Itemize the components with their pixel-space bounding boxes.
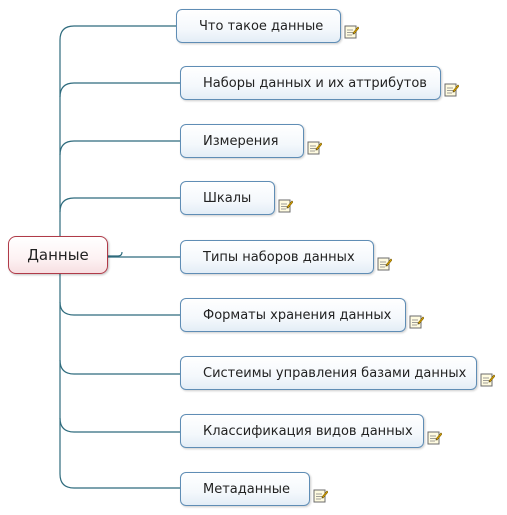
topic-label: Метаданные (203, 481, 290, 497)
topic-label: Систеимы управления базами данных (203, 365, 467, 381)
topic-label: Наборы данных и их аттрибутов (203, 75, 427, 91)
trunk-line-lower (59, 274, 180, 489)
topic-label: Что такое данные (199, 18, 324, 34)
topic-node[interactable]: Что такое данные (176, 9, 341, 43)
topic-node[interactable]: Измерения (180, 124, 304, 158)
branch-connector (59, 140, 180, 156)
topic-node[interactable]: Классификация видов данных (180, 414, 424, 448)
note-icon[interactable] (444, 82, 459, 97)
topic-label: Шкалы (203, 190, 252, 206)
topic-node[interactable]: Наборы данных и их аттрибутов (180, 66, 441, 100)
note-icon[interactable] (344, 24, 359, 39)
topic-node[interactable]: Форматы хранения данных (180, 298, 406, 332)
note-icon[interactable] (427, 430, 442, 445)
branch-connector (59, 197, 180, 213)
topic-label: Классификация видов данных (203, 423, 413, 439)
trunk-line (59, 25, 176, 236)
root-topic-label: Данные (27, 246, 89, 264)
note-icon[interactable] (307, 140, 322, 155)
note-icon[interactable] (409, 314, 424, 329)
topic-node[interactable]: Типы наборов данных (180, 240, 374, 274)
topic-node[interactable]: Шкалы (180, 181, 275, 215)
note-icon[interactable] (313, 488, 328, 503)
note-icon[interactable] (377, 256, 392, 271)
topic-label: Форматы хранения данных (203, 307, 392, 323)
root-connector (108, 251, 123, 257)
note-icon[interactable] (480, 372, 495, 387)
topic-label: Типы наборов данных (203, 249, 355, 265)
topic-label: Измерения (203, 133, 279, 149)
note-icon[interactable] (278, 198, 293, 213)
branch-connector (59, 417, 180, 433)
branch-connector (59, 359, 180, 375)
topic-node[interactable]: Систеимы управления базами данных (180, 356, 477, 390)
root-topic[interactable]: Данные (8, 236, 108, 274)
topic-node[interactable]: Метаданные (180, 472, 310, 506)
branch-connector (59, 82, 180, 98)
branch-connector (59, 301, 180, 316)
